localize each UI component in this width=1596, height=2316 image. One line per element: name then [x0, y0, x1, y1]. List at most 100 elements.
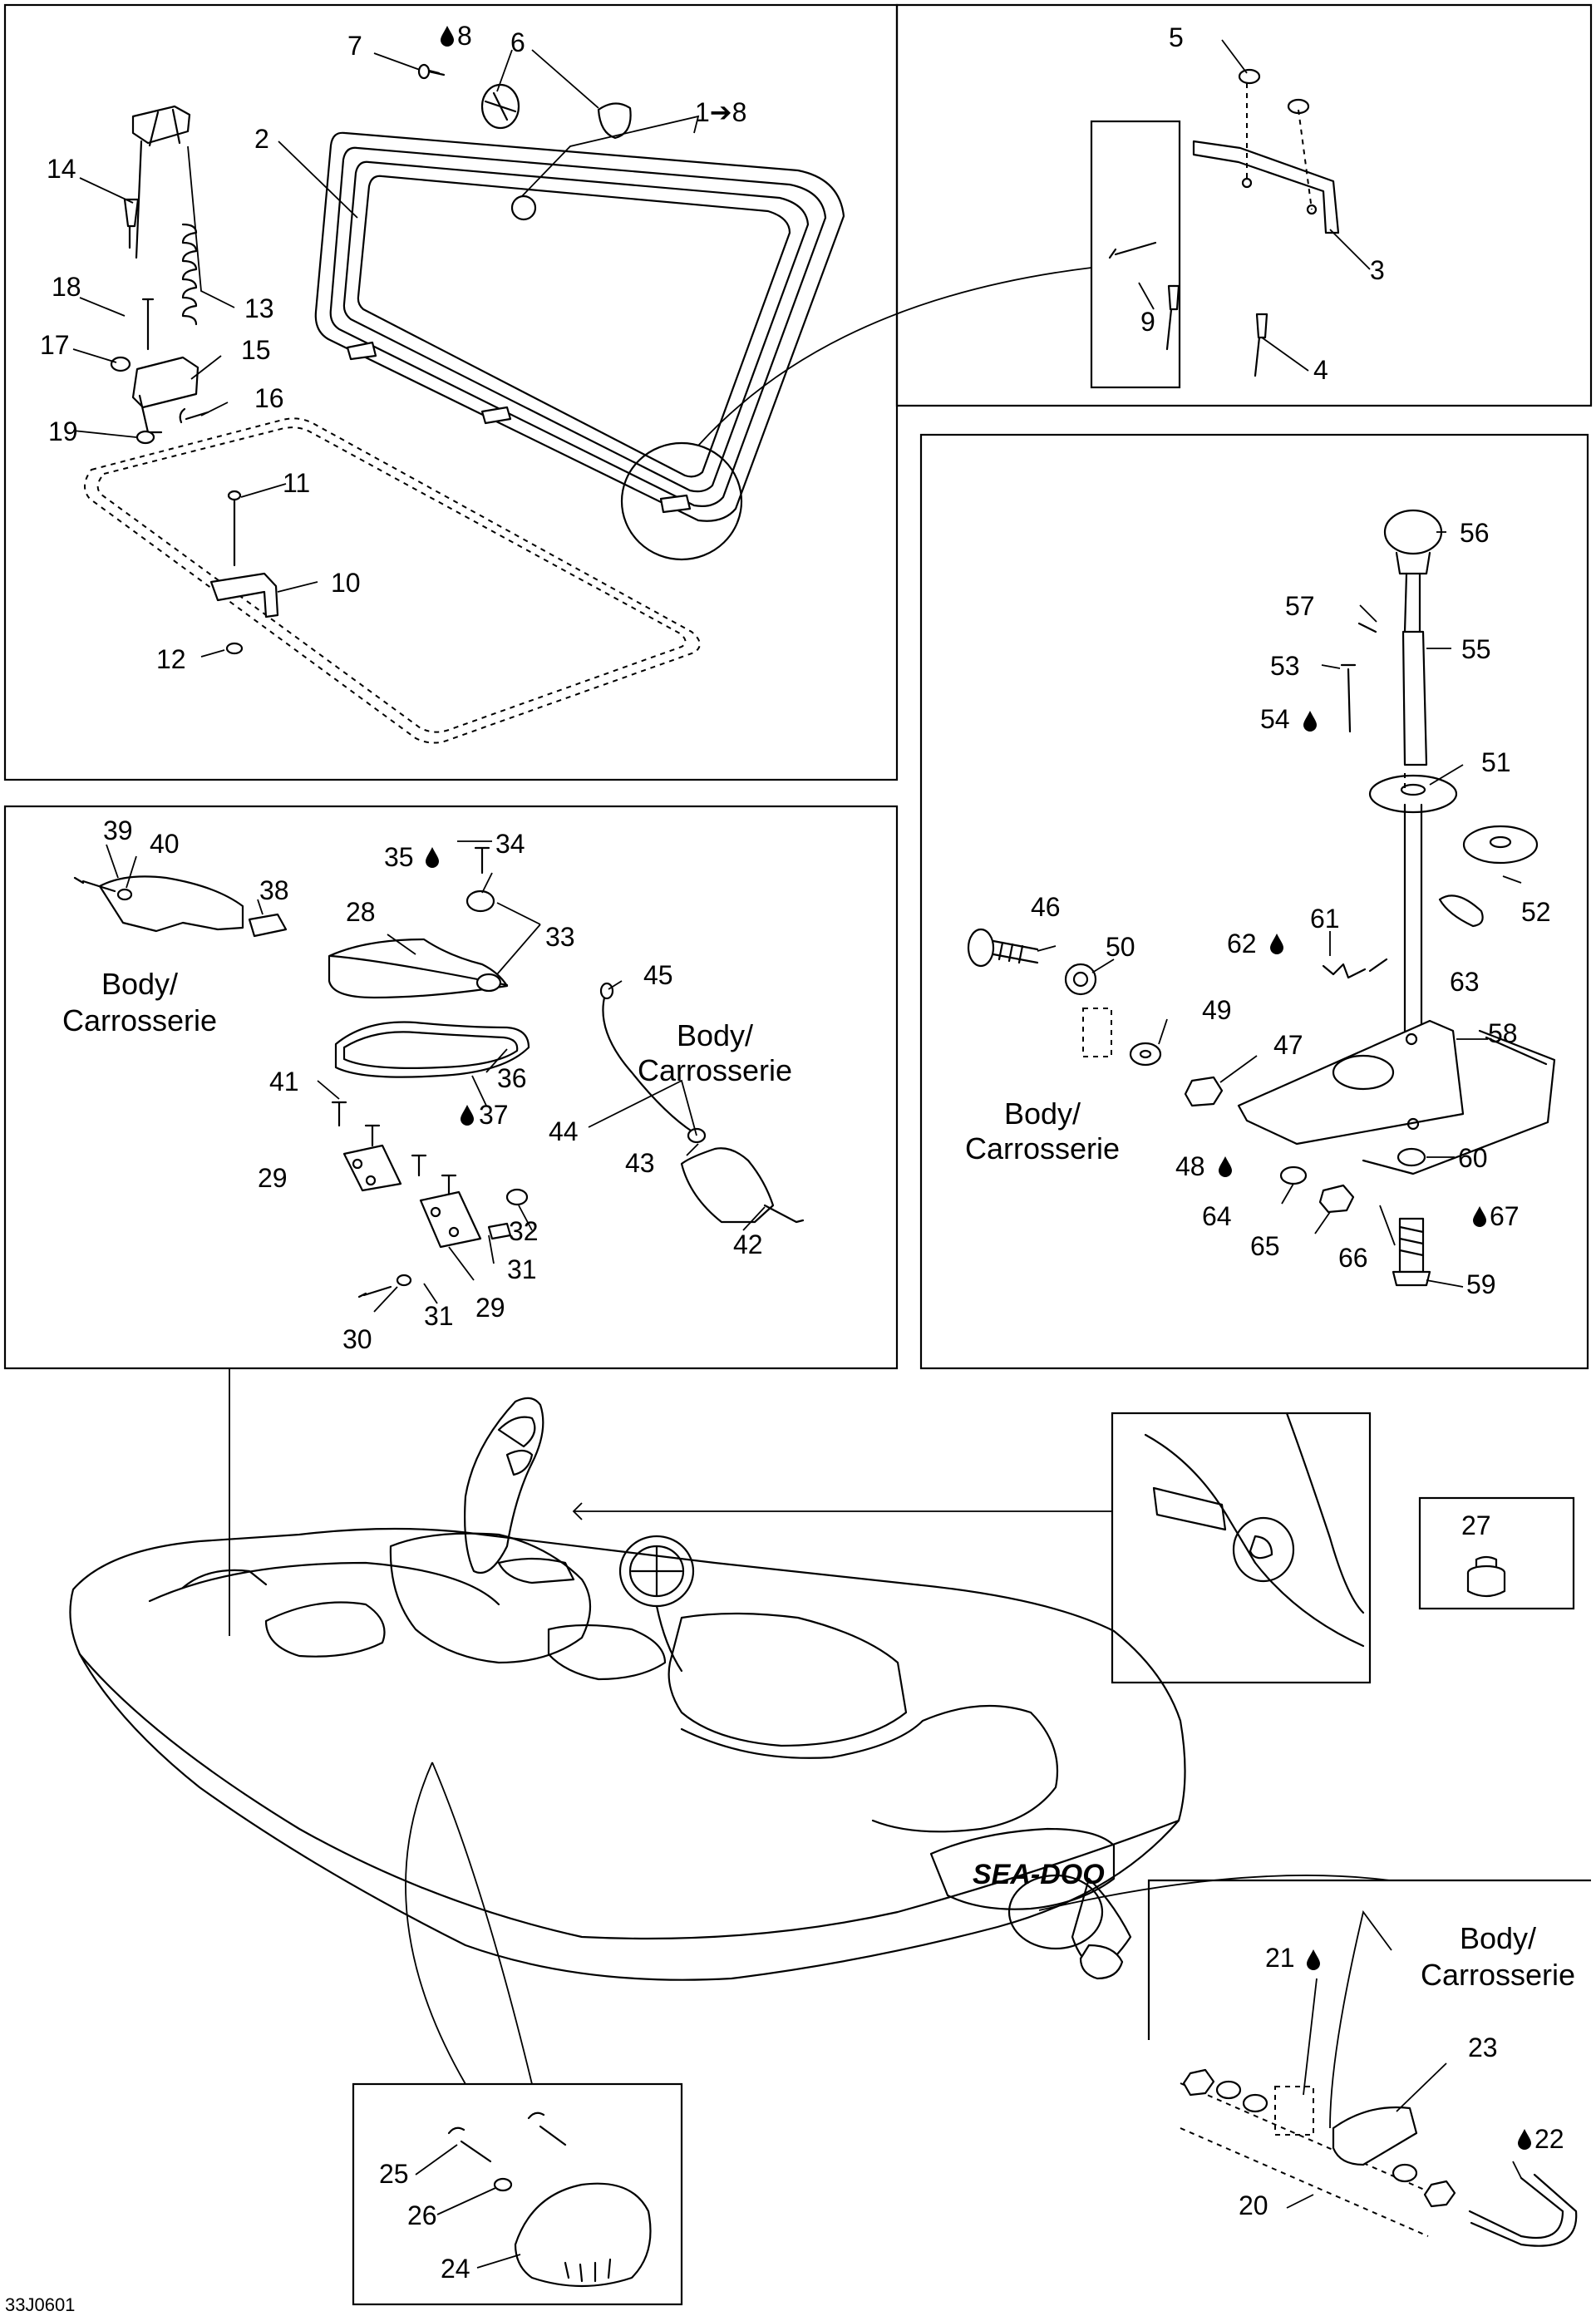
callout-31-right: 31: [507, 1254, 537, 1284]
callout-28: 28: [346, 897, 376, 927]
diagram-code: 33J0601: [5, 2294, 75, 2315]
callout-66: 66: [1338, 1243, 1368, 1273]
callout-57: 57: [1285, 591, 1315, 621]
callout-16: 16: [254, 383, 284, 413]
watercraft-hull: SEA-DOO: [69, 1527, 1186, 1981]
body-label-cable: Body/: [677, 1018, 753, 1052]
panel-bolt-detail: [1147, 1879, 1591, 2040]
callout-42: 42: [733, 1229, 763, 1259]
callout-45: 45: [643, 960, 673, 990]
callout-46: 46: [1031, 892, 1061, 922]
hinge-assembly: [110, 105, 209, 445]
callout-31-left: 31: [424, 1301, 454, 1331]
callout-50: 50: [1106, 932, 1135, 962]
droplet-icon: [461, 1105, 474, 1126]
callout-4: 4: [1313, 355, 1328, 385]
callout-1-8: 1➔8: [695, 97, 746, 127]
handle-fasteners: [967, 928, 1224, 1107]
callout-58: 58: [1488, 1018, 1518, 1048]
callout-22: 22: [1534, 2124, 1564, 2154]
callout-23: 23: [1468, 2033, 1498, 2062]
callout-8: 8: [457, 21, 472, 51]
callout-25: 25: [379, 2159, 409, 2189]
callout-2: 2: [254, 124, 269, 154]
droplet-icon: [1518, 2129, 1531, 2150]
callout-18: 18: [52, 272, 81, 302]
callout-64: 64: [1202, 1201, 1232, 1231]
callout-41: 41: [269, 1067, 299, 1096]
callout-29-right: 29: [475, 1293, 505, 1323]
body-label-seat: Body/: [101, 967, 178, 1001]
callout-29-left: 29: [258, 1163, 288, 1193]
callout-43: 43: [625, 1148, 655, 1178]
callout-44-label: 44: [549, 1116, 579, 1146]
panel-top-right: [895, 3, 1593, 407]
callout-26: 26: [407, 2200, 437, 2230]
callout-48: 48: [1175, 1151, 1205, 1181]
callout-9: 9: [1140, 307, 1155, 337]
droplet-icon: [441, 26, 454, 47]
steering-bracket: [1237, 1019, 1556, 1287]
callout-5: 5: [1169, 22, 1184, 52]
steering-wheel: [618, 1535, 695, 1673]
callout-20: 20: [1239, 2190, 1268, 2220]
droplet-icon: [1270, 934, 1283, 954]
callout-37: 37: [479, 1100, 509, 1130]
ubolt-assembly: [1180, 2068, 1578, 2247]
droplet-icon: [1307, 1949, 1320, 1970]
body-label-steering: Body/: [1004, 1096, 1081, 1131]
tether-cable: [599, 982, 805, 1224]
callout-35: 35: [384, 842, 414, 872]
callout-54: 54: [1260, 704, 1290, 734]
callout-67: 67: [1490, 1201, 1520, 1231]
droplet-icon: [426, 847, 439, 868]
callout-60: 60: [1458, 1143, 1488, 1173]
grommet-detail: [1144, 1412, 1365, 1648]
panel-steering-detail: [919, 433, 1589, 1370]
panel-grommet-detail: [1111, 1412, 1372, 1684]
seat-parts: [73, 846, 530, 1078]
callout-15: 15: [241, 335, 271, 365]
callout-49: 49: [1202, 995, 1232, 1025]
body-label-bolt-2: Carrosserie: [1421, 1958, 1575, 1992]
hull-magnifier-rear: [1007, 1874, 1104, 1950]
droplet-icon: [1473, 1206, 1486, 1227]
callout-3: 3: [1370, 255, 1385, 285]
callout-40: 40: [150, 829, 180, 859]
callout-53: 53: [1270, 651, 1300, 681]
callout-7: 7: [347, 31, 362, 61]
body-labels: Body/ Carrosserie Body/ Carrosserie Body…: [62, 967, 1575, 1992]
droplet-icon: [1303, 711, 1317, 732]
callout-27: 27: [1461, 1510, 1491, 1540]
callout-33: 33: [545, 922, 575, 952]
body-label-bolt: Body/: [1460, 1921, 1536, 1955]
callout-51: 51: [1481, 747, 1511, 777]
callout-labels: 7 8 6 1➔8 2 5 3 9 4 14 13 18 17 15 16 19…: [40, 21, 1564, 2284]
hatch-opening-outline: [84, 417, 701, 744]
seadoo-logo: SEA-DOO: [973, 1859, 1105, 1890]
callout-13: 13: [244, 293, 274, 323]
callout-6: 6: [510, 27, 525, 57]
callout-39: 39: [103, 816, 133, 845]
hinge-plates: [331, 1101, 529, 1298]
callout-61: 61: [1310, 904, 1340, 934]
light-assembly: [447, 2112, 652, 2288]
leader-lines: [72, 40, 1522, 2269]
callout-32: 32: [509, 1216, 539, 1246]
body-label-seat-2: Carrosserie: [62, 1003, 217, 1037]
steering-shaft: [1322, 509, 1539, 1032]
trim-bracket: [1108, 68, 1340, 377]
droplet-icon: [1219, 1156, 1232, 1177]
callout-12: 12: [156, 644, 186, 674]
part-7-screw: [417, 63, 446, 80]
grommet-part: [1466, 1555, 1506, 1598]
callout-47: 47: [1273, 1030, 1303, 1060]
panel-seat-detail: [3, 805, 899, 1370]
body-label-steering-2: Carrosserie: [965, 1131, 1120, 1165]
latch-bracket: [209, 490, 279, 655]
callout-11: 11: [283, 468, 310, 498]
panel-bracket-detail: [1090, 120, 1181, 389]
callout-52: 52: [1521, 897, 1551, 927]
callout-59: 59: [1466, 1269, 1496, 1299]
callout-62: 62: [1227, 929, 1257, 958]
